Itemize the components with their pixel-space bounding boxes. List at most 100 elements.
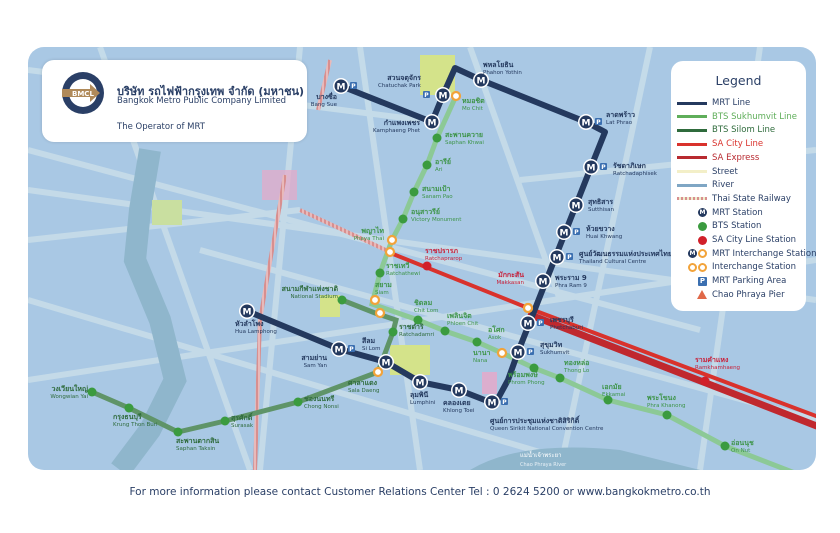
bts-station-icon	[432, 133, 442, 143]
svg-text:P: P	[528, 349, 533, 356]
bts-station-icon	[398, 214, 408, 224]
interchange-icon	[450, 90, 462, 102]
bmcl-logo: BMCL	[62, 72, 104, 114]
station-name-en: Lat Phrao	[606, 120, 633, 126]
station-phromphong[interactable]: พร้อมพงษ์Phrom Phong	[508, 363, 545, 387]
station-name-thai: อารีย์	[435, 157, 451, 166]
svg-text:M: M	[439, 92, 448, 102]
interchange-icon	[369, 294, 381, 306]
station-name-en: Bang Sue	[311, 102, 338, 108]
station-name-en: Ratchathewi	[386, 271, 421, 277]
legend-line-swatch	[677, 170, 707, 173]
svg-text:M: M	[477, 77, 486, 87]
legend-item-sa-station: SA City Line Station	[677, 234, 796, 246]
legend-line-swatch	[677, 115, 707, 119]
station-name-en: Lumphini	[410, 400, 436, 406]
svg-text:P: P	[502, 399, 507, 406]
legend-line-swatch	[677, 197, 707, 201]
svg-text:P: P	[601, 164, 606, 171]
svg-text:M: M	[514, 349, 523, 359]
station-name-en: Sukhumvit	[540, 350, 570, 356]
legend-item-bts-station: BTS Station	[677, 220, 761, 232]
station-name-en: Victory Monument	[411, 217, 462, 223]
station-name-en: Thong Lo	[563, 368, 590, 374]
station-lumphini[interactable]: MลุมพินีLumphini	[410, 374, 436, 406]
station-ari[interactable]: อารีย์Ari	[422, 157, 452, 173]
svg-text:M: M	[539, 278, 548, 288]
station-name-en: Saphan Khwai	[445, 140, 484, 146]
station-name-thai: ทองหล่อ	[564, 359, 589, 367]
station-ratchadamri[interactable]: ราชดำริRatchadamri	[388, 323, 435, 338]
station-mochit[interactable]: หมอชิตMo Chit	[450, 90, 485, 112]
station-krungthon[interactable]: กรุงธนบุรีKrung Thon Buri	[113, 403, 158, 429]
station-stadium[interactable]: สนามกีฬาแห่งชาติNational Stadium	[282, 285, 347, 305]
legend-line-swatch	[677, 142, 707, 146]
company-name-thai: บริษัท รถไฟฟ้ากรุงเทพ จำกัด (มหาชน)	[117, 85, 305, 98]
station-name-thai: ราชปรารภ	[425, 247, 458, 255]
legend-item-line: SA Express	[677, 152, 759, 164]
park-stadium	[320, 295, 340, 317]
station-name-thai: ห้วยขวาง	[586, 224, 615, 233]
parking-icon	[566, 253, 573, 260]
legend-label: BTS Silom Line	[712, 125, 776, 136]
station-victory[interactable]: อนุสาวรีย์Victory Monument	[398, 207, 463, 224]
station-name-en: Ari	[435, 167, 443, 173]
area-pink-2	[482, 372, 497, 394]
mrt-station-icon: M	[698, 208, 707, 218]
station-chongnonsi[interactable]: ช่องนนทรีChong Nonsi	[293, 395, 340, 410]
station-name-en: Ekkamai	[602, 392, 626, 398]
river	[111, 148, 187, 470]
station-name-thai: คลองเตย	[443, 399, 471, 407]
legend-label: Thai State Railway	[712, 193, 791, 204]
station-name-thai: สีลม	[361, 337, 375, 345]
station-wongwian[interactable]: วงเวียนใหญ่Wongwian Yai	[50, 384, 97, 400]
station-name-en: Phetchaburi	[550, 325, 583, 331]
legend-title: Legend	[715, 73, 762, 88]
station-name-en: Krung Thon Buri	[113, 422, 158, 428]
bts-station-icon	[603, 395, 613, 405]
station-name-thai: สะพานตากสิน	[176, 437, 219, 445]
station-name-en: Khlong Toei	[443, 408, 475, 414]
station-name-thai: ศูนย์การประชุมแห่งชาติสิริกิติ์	[490, 415, 581, 426]
station-onnut[interactable]: อ่อนนุชOn Nut	[720, 439, 754, 454]
station-name-thai: เพชรบุรี	[550, 316, 574, 324]
station-ratchathewi[interactable]: ราชเทวีRatchathewi	[375, 262, 421, 278]
station-surasak[interactable]: สุรศักดิ์Surasak	[220, 412, 254, 429]
